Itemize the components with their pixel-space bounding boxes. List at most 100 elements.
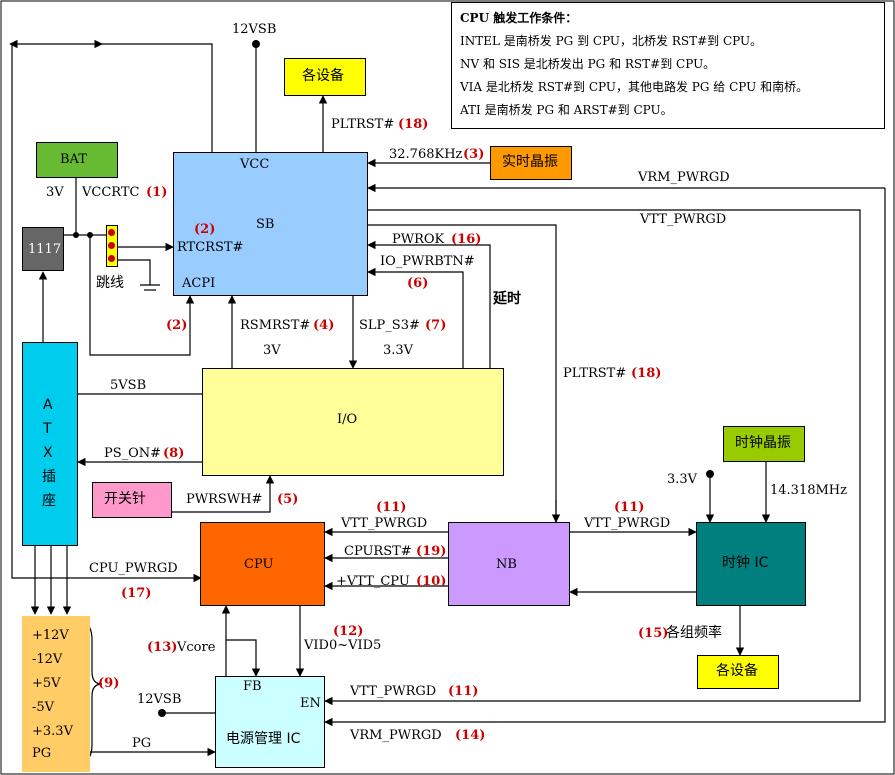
cpu-pwrgd-label: CPU_PWRGD [89,561,178,576]
atx-char-t: T [43,421,52,437]
pwrswh-num: (5) [277,492,299,507]
12vsb-top-node [252,40,260,48]
5vsb-label: 5VSB [110,378,147,393]
vccrtc-num: (1) [146,185,168,200]
cpurst-num: (19) [416,544,447,559]
vtt-cpu-num: (11) [376,500,407,515]
pwr-ic-fb-label: FB [243,679,262,694]
note-line-ati: ATI 是南桥发 PG 和 ARST#到 CPU。 [460,103,673,117]
vid-label: VID0~VID5 [304,638,382,653]
cpu-label: CPU [244,557,274,572]
delay-label: 延时 [493,291,521,307]
pwr-ic-label: 电源管理 IC [226,731,301,747]
jumper-pin-3 [108,255,115,262]
clock-crystal-label: 时钟晶振 [735,435,791,451]
cpurst-label: CPURST# [344,544,412,559]
sb-label: SB [256,217,275,232]
jumper-label: 跳线 [96,275,124,291]
note-line-intel: INTEL 是南桥发 PG 到 CPU，北桥发 RST#到 CPU。 [460,34,763,48]
clock-crystal-block [723,426,805,462]
south-bridge-block [173,152,368,296]
pltrst-nb-num: (18) [631,366,662,381]
nb-label: NB [496,557,517,572]
devices-bottom-label: 各设备 [716,663,758,679]
12vsb-top-label: 12VSB [232,22,277,37]
sb-acpi-label: ACPI [182,276,216,291]
vtt-bottom-label: VTT_PWRGD [350,684,437,699]
rsmrst-num: (4) [313,318,335,333]
devices-top-block [284,58,366,96]
rsmrst-label: RSMRST# [240,318,311,333]
mhz-label: 14.318MHz [770,483,847,498]
vid-num: (12) [333,624,364,639]
pltrst-top-label: PLTRST# [331,117,395,132]
freq-num: (15) [638,626,669,641]
note-line-via: VIA 是北桥发 RST#到 CPU，其他电路发 PG 给 CPU 和南桥。 [460,80,809,94]
vtt-vcpu-num: (10) [416,574,447,589]
bat-label: BAT [60,152,87,167]
power-management-ic-block [215,676,325,768]
vtt-cpu-label: VTT_PWRGD [341,516,428,531]
rtc-crystal-block [490,146,572,180]
vcore-label: Vcore [177,640,216,655]
vrm-bottom-label: VRM_PWRGD [350,728,442,743]
sb-vcc-label: VCC [240,157,270,172]
jumper-pin-2 [108,242,115,249]
io-label: I/O [337,412,358,427]
pwrswh-label: PWRSWH# [186,492,263,507]
io-3v-label: 3V [263,343,281,358]
atx-char-x: X [43,445,53,461]
clk-3v3-label: 3.3V [667,472,698,487]
bat-3v-label: 3V [46,185,64,200]
vtt-clk-num: (11) [614,500,645,515]
atx-char-cha: 插 [42,469,56,485]
pg-label: PG [132,736,152,751]
rail-12v: +12V [32,628,69,643]
freq-label: 各组频率 [666,625,722,641]
atx-char-a: A [43,397,53,413]
vrm-pwrgd-right-label: VRM_PWRGD [638,170,730,185]
north-bridge-block [448,522,570,606]
vtt-vcpu-label: +VTT_CPU [336,574,410,589]
slp-s3-num: (7) [425,318,447,333]
clock-ic-block [696,522,806,606]
io-block [202,368,504,476]
ps-on-label: PS_ON# [104,446,162,461]
jumper-node [87,232,93,238]
rail-5v: +5V [32,676,61,691]
vtt-clk-label: VTT_PWRGD [584,516,671,531]
sb-rtcrst-label: RTCRST# [177,240,244,255]
sb-rtcrst-num: (2) [194,222,216,237]
3v3-node [706,470,714,478]
pltrst-nb-label: PLTRST# [563,366,627,381]
rail-minus5v: -5V [32,700,55,715]
pwrok-num: (16) [451,232,482,247]
bat-node [73,232,79,238]
vtt-pwrgd-right-label: VTT_PWRGD [640,212,727,227]
clock-ic-label: 时钟 IC [722,555,769,571]
vrm-bottom-num: (14) [455,728,486,743]
vcore-num: (13) [147,640,178,655]
atx-char-zuo: 座 [42,493,56,509]
regulator-1117-block [22,227,64,271]
pwrok-label: PWROK [392,232,445,247]
atx-connector-block [22,342,78,546]
battery-block [36,142,118,178]
note-line-nv-sis: NV 和 SIS 是北桥发出 PG 和 RST#到 CPU。 [460,57,716,71]
note-title: CPU 触发工作条件： [460,11,578,25]
rails-num: (9) [98,676,120,691]
vccrtc-label: VCCRTC [82,185,140,200]
io-pwrbtn-num: (6) [407,276,429,291]
rail-minus12v: -12V [32,652,63,667]
devices-top-label: 各设备 [302,68,344,84]
io-pwrbtn-label: IO_PWRBTN# [380,254,475,269]
rail-pg: PG [32,746,52,761]
reg1117-label: 1117 [28,242,62,257]
power-switch-block [92,482,172,518]
pwr-ic-en-label: EN [300,696,321,711]
ps-on-num: (8) [163,446,185,461]
voltage-rails-block [22,616,90,772]
khz-label: 32.768KHz [389,147,463,162]
